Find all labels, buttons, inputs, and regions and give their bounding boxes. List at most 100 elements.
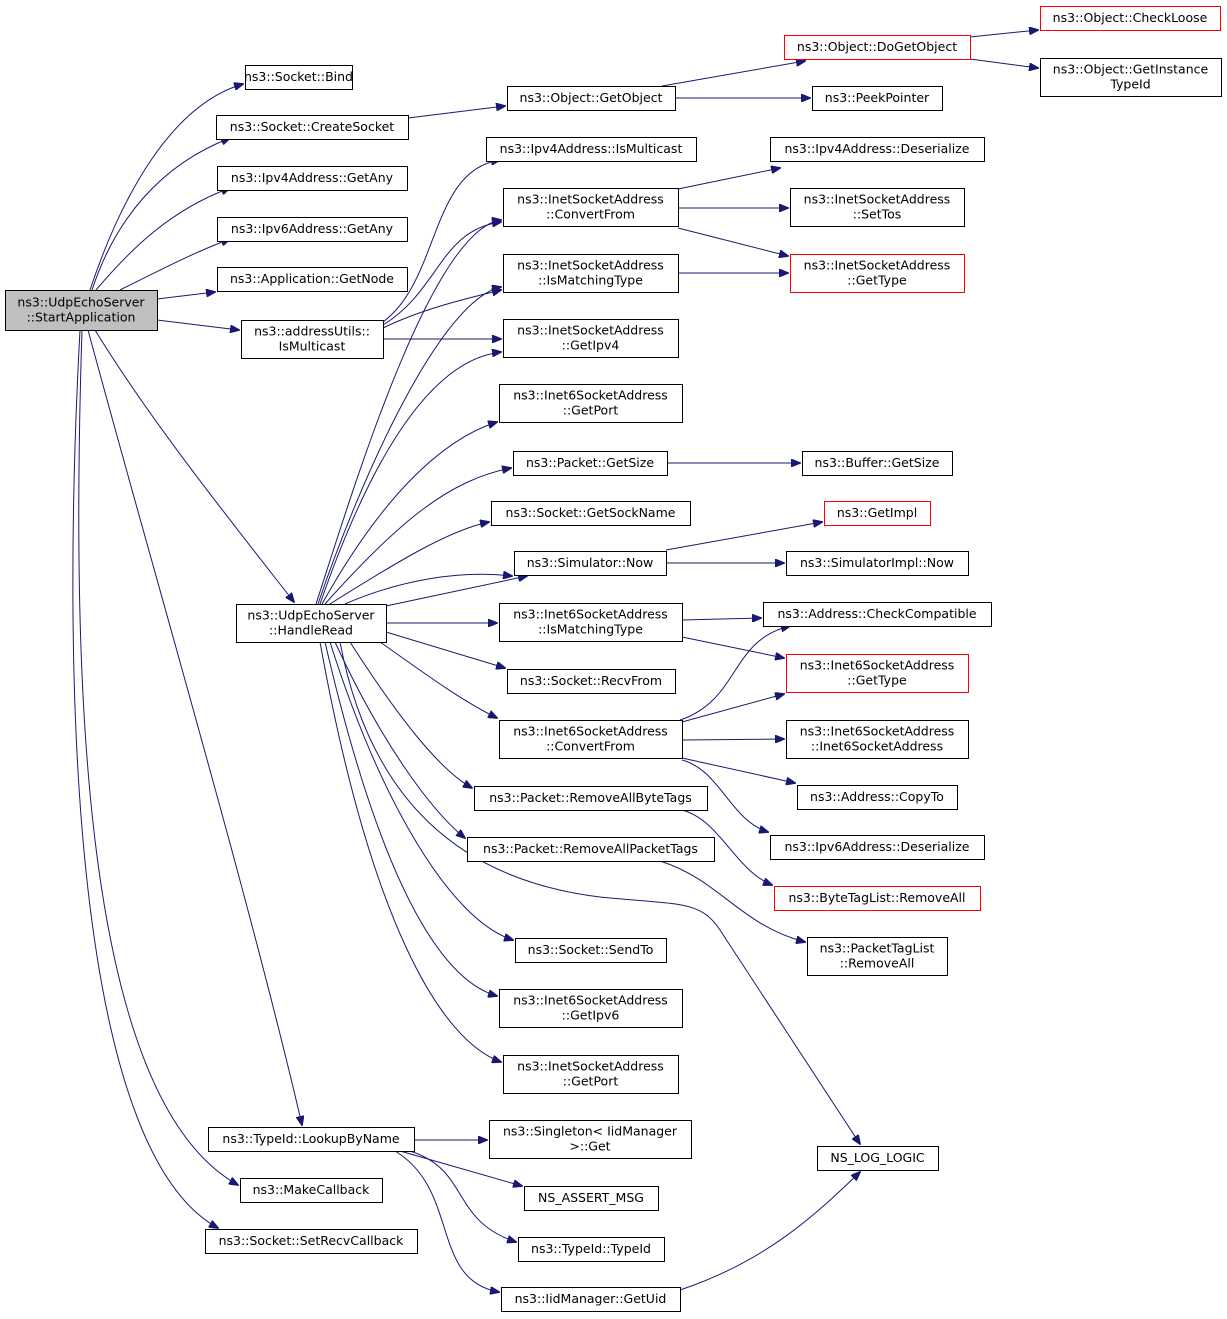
- node-box[interactable]: [513, 451, 668, 476]
- node-box[interactable]: [245, 65, 353, 90]
- node-pkttagrm[interactable]: ns3::PacketTagList::RemoveAll: [807, 937, 948, 976]
- node-box[interactable]: [217, 267, 408, 292]
- node-checkloose[interactable]: ns3::Object::CheckLoose: [1040, 6, 1221, 31]
- node-box[interactable]: [790, 254, 965, 293]
- node-nsassert[interactable]: NS_ASSERT_MSG: [524, 1186, 659, 1211]
- node-box[interactable]: [216, 115, 409, 140]
- node-settos[interactable]: ns3::InetSocketAddress::SetTos: [790, 188, 965, 227]
- node-box[interactable]: [817, 1146, 939, 1171]
- node-box[interactable]: [774, 886, 981, 911]
- node-box[interactable]: [786, 720, 969, 759]
- node-getsockname[interactable]: ns3::Socket::GetSockName: [491, 501, 691, 526]
- node-copyto[interactable]: ns3::Address::CopyTo: [797, 785, 958, 810]
- node-makecb[interactable]: ns3::MakeCallback: [240, 1178, 383, 1203]
- node-box[interactable]: [499, 720, 683, 759]
- node-box[interactable]: [5, 290, 158, 331]
- node-typeidctor[interactable]: ns3::TypeId::TypeId: [518, 1237, 665, 1262]
- node-box[interactable]: [486, 137, 697, 162]
- node-pktgetsize[interactable]: ns3::Packet::GetSize: [513, 451, 668, 476]
- node-simimplnow[interactable]: ns3::SimulatorImpl::Now: [786, 551, 969, 576]
- node-box[interactable]: [770, 137, 985, 162]
- node-box[interactable]: [507, 669, 676, 694]
- node-bytetagrm[interactable]: ns3::ByteTagList::RemoveAll: [774, 886, 981, 911]
- node-dogetobject[interactable]: ns3::Object::DoGetObject: [784, 35, 971, 60]
- node-inetgetport[interactable]: ns3::InetSocketAddress::GetPort: [503, 1055, 679, 1094]
- node-getnode[interactable]: ns3::Application::GetNode: [217, 267, 408, 292]
- node-box[interactable]: [824, 501, 931, 526]
- node-recvfrom[interactable]: ns3::Socket::RecvFrom: [507, 669, 676, 694]
- node-box[interactable]: [241, 320, 384, 359]
- node-box[interactable]: [205, 1229, 418, 1254]
- node-createsocket[interactable]: ns3::Socket::CreateSocket: [216, 115, 409, 140]
- node-simnow[interactable]: ns3::Simulator::Now: [514, 551, 667, 576]
- node-box[interactable]: [770, 835, 985, 860]
- node-inet6match[interactable]: ns3::Inet6SocketAddress::IsMatchingType: [499, 603, 683, 642]
- node-nslog[interactable]: NS_LOG_LOGIC: [817, 1146, 939, 1171]
- node-box[interactable]: [499, 384, 683, 423]
- node-ismulticast[interactable]: ns3::addressUtils::IsMulticast: [241, 320, 384, 359]
- node-box[interactable]: [763, 602, 992, 627]
- node-inetgettype[interactable]: ns3::InetSocketAddress::GetType: [790, 254, 965, 293]
- node-inetmatch[interactable]: ns3::InetSocketAddress::IsMatchingType: [503, 254, 679, 293]
- node-bufgetsize[interactable]: ns3::Buffer::GetSize: [802, 451, 953, 476]
- node-inet6getipv6[interactable]: ns3::Inet6SocketAddress::GetIpv6: [499, 989, 683, 1028]
- node-box[interactable]: [503, 188, 679, 227]
- node-peekpointer[interactable]: ns3::PeekPointer: [812, 86, 943, 111]
- node-box[interactable]: [489, 1120, 692, 1159]
- node-box[interactable]: [1040, 6, 1221, 31]
- node-setrecv[interactable]: ns3::Socket::SetRecvCallback: [205, 1229, 418, 1254]
- node-box[interactable]: [217, 166, 408, 191]
- node-box[interactable]: [491, 501, 691, 526]
- node-box[interactable]: [474, 786, 708, 811]
- node-inet6gettype[interactable]: ns3::Inet6SocketAddress::GetType: [786, 654, 969, 693]
- node-handleread[interactable]: ns3::UdpEchoServer::HandleRead: [236, 604, 387, 643]
- node-box[interactable]: [236, 604, 387, 643]
- node-box[interactable]: [797, 785, 958, 810]
- node-box[interactable]: [499, 989, 683, 1028]
- node-box[interactable]: [802, 451, 953, 476]
- node-box[interactable]: [786, 551, 969, 576]
- node-inet6ctor[interactable]: ns3::Inet6SocketAddress::Inet6SocketAddr…: [786, 720, 969, 759]
- node-getuid[interactable]: ns3::IidManager::GetUid: [501, 1287, 681, 1312]
- node-checkcompat[interactable]: ns3::Address::CheckCompatible: [763, 602, 992, 627]
- node-box[interactable]: [501, 1287, 681, 1312]
- node-box[interactable]: [515, 938, 667, 963]
- node-rmbytetags[interactable]: ns3::Packet::RemoveAllByteTags: [474, 786, 708, 811]
- node-sendto[interactable]: ns3::Socket::SendTo: [515, 938, 667, 963]
- node-box[interactable]: [503, 319, 679, 358]
- node-box[interactable]: [503, 1055, 679, 1094]
- node-box[interactable]: [507, 86, 676, 111]
- node-bind[interactable]: ns3::Socket::Bind: [244, 65, 353, 90]
- node-inet6conv[interactable]: ns3::Inet6SocketAddress::ConvertFrom: [499, 720, 683, 759]
- node-box[interactable]: [812, 86, 943, 111]
- node-rmpkttags[interactable]: ns3::Packet::RemoveAllPacketTags: [467, 837, 715, 862]
- node-box[interactable]: [784, 35, 971, 60]
- node-box[interactable]: [524, 1186, 659, 1211]
- node-box[interactable]: [503, 254, 679, 293]
- node-box[interactable]: [807, 937, 948, 976]
- node-box[interactable]: [514, 551, 667, 576]
- node-box[interactable]: [467, 837, 715, 862]
- node-ipv6any[interactable]: ns3::Ipv6Address::GetAny: [217, 217, 408, 242]
- node-inetgetipv4[interactable]: ns3::InetSocketAddress::GetIpv4: [503, 319, 679, 358]
- node-box[interactable]: [1040, 58, 1222, 97]
- node-start[interactable]: ns3::UdpEchoServer::StartApplication: [5, 290, 158, 331]
- node-ipv4any[interactable]: ns3::Ipv4Address::GetAny: [217, 166, 408, 191]
- node-ipv4deser[interactable]: ns3::Ipv4Address::Deserialize: [770, 137, 985, 162]
- node-inet6getport[interactable]: ns3::Inet6SocketAddress::GetPort: [499, 384, 683, 423]
- node-box[interactable]: [240, 1178, 383, 1203]
- node-box[interactable]: [217, 217, 408, 242]
- node-box[interactable]: [786, 654, 969, 693]
- node-box[interactable]: [790, 188, 965, 227]
- node-getimpl[interactable]: ns3::GetImpl: [824, 501, 931, 526]
- node-lookup[interactable]: ns3::TypeId::LookupByName: [208, 1127, 415, 1152]
- node-box[interactable]: [518, 1237, 665, 1262]
- node-inetconv[interactable]: ns3::InetSocketAddress::ConvertFrom: [503, 188, 679, 227]
- node-singleton[interactable]: ns3::Singleton< IidManager>::Get: [489, 1120, 692, 1159]
- node-box[interactable]: [499, 603, 683, 642]
- node-ipv4ismc[interactable]: ns3::Ipv4Address::IsMulticast: [486, 137, 697, 162]
- node-getobject[interactable]: ns3::Object::GetObject: [507, 86, 676, 111]
- node-ipv6deser[interactable]: ns3::Ipv6Address::Deserialize: [770, 835, 985, 860]
- node-box[interactable]: [208, 1127, 415, 1152]
